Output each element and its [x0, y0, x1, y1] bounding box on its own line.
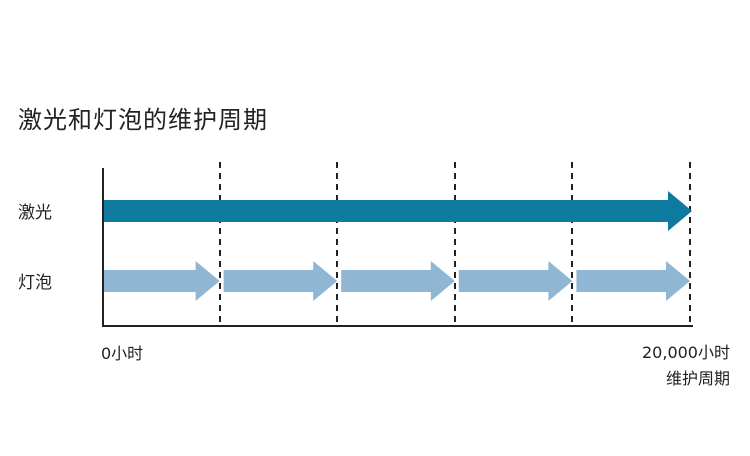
laser-arrow-row — [104, 191, 692, 231]
interval-dividers — [219, 162, 691, 326]
axis-end-caption: 维护周期 — [665, 369, 730, 388]
lamp-arrow — [576, 261, 690, 301]
axis-start-label: 0小时 — [101, 344, 144, 363]
lamp-arrow — [104, 261, 220, 301]
diagram-title: 激光和灯泡的维护周期 — [18, 106, 268, 134]
axis-end-hours: 20,000小时 — [642, 343, 730, 362]
lamp-arrow — [223, 261, 338, 301]
lamp-arrow — [341, 261, 455, 301]
lamp-arrow — [458, 261, 573, 301]
laser-arrow — [104, 191, 692, 231]
lamp-arrow-row — [104, 261, 690, 301]
axis-end-label: 20,000小时 维护周期 — [642, 340, 730, 392]
row-label-lamp: 灯泡 — [18, 273, 52, 293]
row-label-laser: 激光 — [18, 203, 52, 223]
